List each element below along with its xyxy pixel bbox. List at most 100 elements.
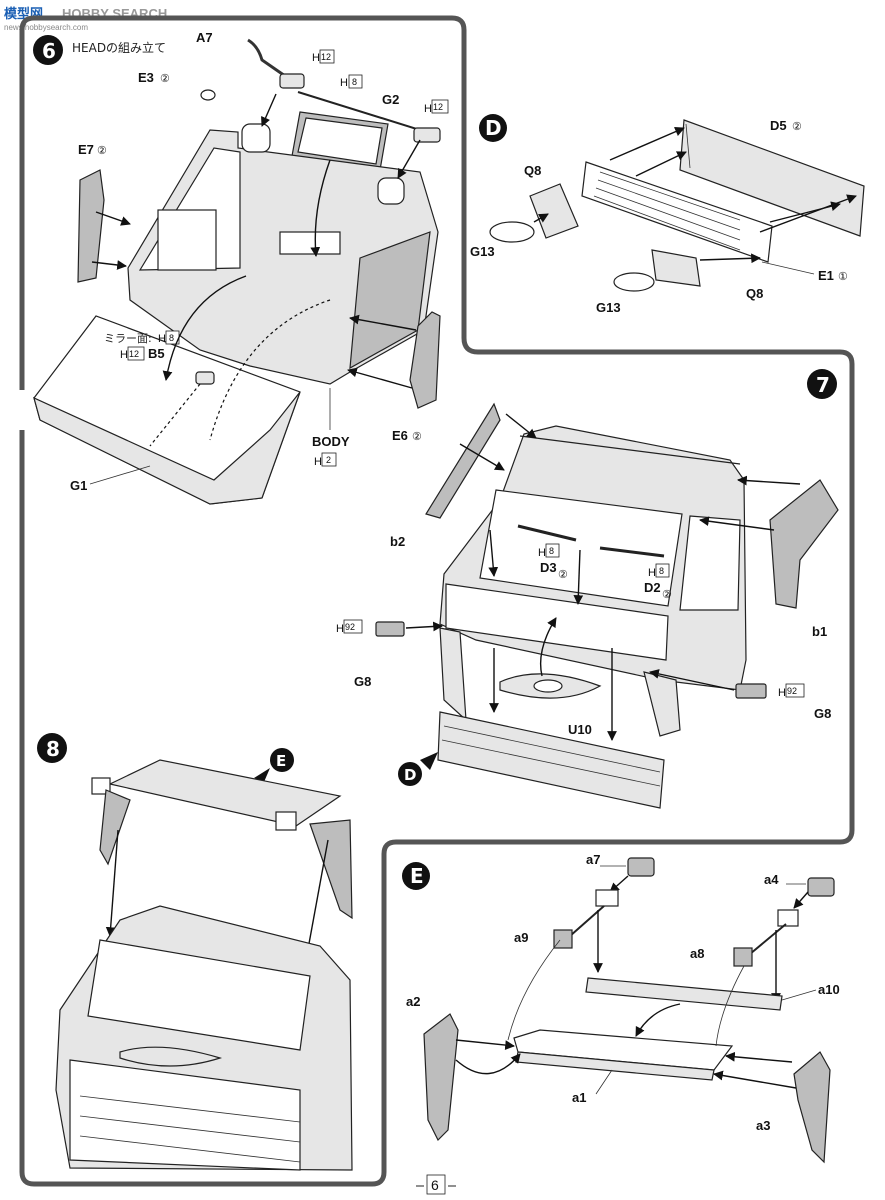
hcode-h12-b: H 12 — [424, 99, 449, 115]
label-g8-b: G8 — [814, 706, 831, 721]
part-a7-lamp — [627, 857, 655, 877]
label-e1: E1 — [818, 268, 834, 283]
hcode-body-h2: H 2 — [314, 452, 337, 468]
label-g2: G2 — [382, 92, 399, 107]
part-a1 — [513, 1029, 734, 1071]
label-g13-a: G13 — [470, 244, 495, 259]
svg-text:H: H — [778, 687, 786, 699]
ref-e-letter: E — [276, 752, 286, 770]
label-q8-a: Q8 — [524, 163, 541, 178]
hcode-h92-a: H 92 — [336, 619, 363, 635]
part-a2 — [423, 1013, 459, 1142]
svg-text:92: 92 — [345, 622, 355, 632]
svg-text:H: H — [312, 52, 320, 64]
label-b1: b1 — [812, 624, 827, 639]
hcode-h12-c: H 12 — [120, 346, 145, 361]
label-a7-lamp: a7 — [586, 852, 600, 867]
page-number: 6 — [416, 1174, 456, 1195]
step6: 6 HEADの組み立て A7 H 12 E3 ② H 8 G2 H 12 — [33, 30, 449, 505]
stepD-letter: D — [485, 116, 502, 140]
label-d5-qty: ② — [792, 121, 802, 133]
label-a8: a8 — [690, 946, 704, 961]
stepE-letter: E — [410, 864, 424, 888]
hcode-h8-a: H 8 — [340, 74, 363, 89]
ref-d-badge — [398, 762, 422, 786]
label-a7: A7 — [196, 30, 213, 45]
part-e6 — [409, 311, 441, 409]
part-a10 — [585, 977, 783, 1011]
part-a7 — [247, 38, 289, 80]
label-a10: a10 — [818, 982, 840, 997]
label-e7: E7 — [78, 142, 94, 157]
label-a3: a3 — [756, 1118, 770, 1133]
step8: 8 E — [37, 733, 353, 1171]
step7: 7 b2 b1 H 8 D3 ② H 8 — [336, 369, 839, 809]
hcode-h8-c: H 8 — [538, 543, 560, 559]
label-a4: a4 — [764, 872, 779, 887]
svg-text:8: 8 — [549, 546, 554, 556]
label-g1: G1 — [70, 478, 87, 493]
part-a4 — [807, 877, 835, 897]
part-bracket-right — [413, 127, 441, 143]
label-q8-b: Q8 — [746, 286, 763, 301]
step6-badge — [33, 35, 63, 65]
label-body: BODY — [312, 434, 350, 449]
svg-text:2: 2 — [326, 455, 331, 465]
part-g13-a — [489, 221, 535, 243]
label-e6: E6 — [392, 428, 408, 443]
label-u10: U10 — [568, 722, 592, 737]
label-a2: a2 — [406, 994, 420, 1009]
ref-d-letter: D — [404, 766, 416, 784]
svg-text:H: H — [120, 349, 128, 361]
stepD-badge — [479, 114, 507, 142]
step6-number: 6 — [42, 39, 56, 63]
part-a8 — [733, 947, 753, 967]
part-e7 — [77, 169, 105, 283]
svg-text:12: 12 — [321, 52, 331, 62]
hcode-h92-b: H 92 — [778, 683, 805, 699]
label-e1-qty: ① — [838, 271, 848, 283]
part-a3 — [793, 1051, 831, 1164]
step6-frame — [19, 15, 855, 1187]
svg-text:92: 92 — [787, 686, 797, 696]
svg-text:6: 6 — [431, 1177, 439, 1193]
stepE: E a7 a4 a9 a8 a10 a1 a2 — [402, 852, 840, 1164]
svg-text:12: 12 — [433, 102, 443, 112]
hcode-mirror-h8: H 8 — [158, 330, 180, 345]
svg-text:H: H — [538, 547, 546, 559]
svg-text:H: H — [340, 77, 348, 89]
label-d2: D2 — [644, 580, 661, 595]
hcode-h12-a: H 12 — [312, 49, 335, 64]
label-e6-qty: ② — [412, 431, 422, 443]
watermark-url: news.hobbysearch.com — [4, 23, 88, 32]
part-roof-rack — [108, 759, 342, 827]
label-a1: a1 — [572, 1090, 586, 1105]
label-d2-qty: ② — [662, 589, 672, 601]
part-grille-d — [437, 711, 665, 809]
svg-text:8: 8 — [659, 566, 664, 576]
part-e1 — [581, 161, 773, 263]
svg-text:H: H — [424, 103, 432, 115]
label-a9: a9 — [514, 930, 528, 945]
part-left-lamp-stay — [595, 889, 619, 907]
part-a7-base — [279, 73, 305, 89]
svg-text:8: 8 — [352, 77, 357, 87]
label-b2: b2 — [390, 534, 405, 549]
part-g13-b — [613, 272, 655, 292]
part-right-lamp-stay — [777, 909, 799, 927]
label-e3-qty: ② — [160, 73, 170, 85]
svg-text:8: 8 — [169, 333, 174, 343]
part-b1 — [769, 479, 839, 609]
stepE-badge — [402, 862, 430, 890]
step8-number: 8 — [46, 737, 60, 761]
step7-badge — [807, 369, 837, 399]
step7-number: 7 — [816, 373, 830, 397]
part-g8-b — [735, 683, 767, 699]
part-q8-a — [529, 183, 579, 239]
ref-e-badge — [270, 748, 294, 772]
part-b2 — [425, 402, 501, 519]
svg-text:12: 12 — [129, 349, 139, 359]
label-b5: B5 — [148, 346, 165, 361]
label-e7-qty: ② — [97, 145, 107, 157]
